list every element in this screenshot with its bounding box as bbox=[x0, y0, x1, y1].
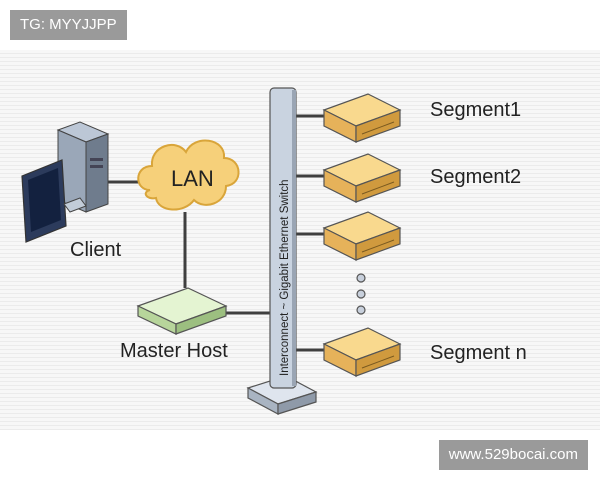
master-host-label: Master Host bbox=[120, 340, 228, 362]
watermark-bottom: www.529bocai.com bbox=[438, 440, 588, 470]
segment-label: Segment n bbox=[430, 342, 527, 364]
segment-server-icon bbox=[322, 93, 402, 143]
master-host-icon bbox=[136, 287, 228, 335]
switch-icon bbox=[246, 87, 318, 415]
ellipsis-dots-icon bbox=[356, 273, 366, 315]
lan-label: LAN bbox=[171, 166, 214, 191]
segment-server-icon bbox=[322, 211, 402, 261]
segment-label: Segment1 bbox=[430, 99, 521, 121]
diagram-background bbox=[0, 50, 600, 430]
switch-label: Interconnect ~ Gigabit Ethernet Switch bbox=[279, 179, 291, 376]
segment-label: Segment2 bbox=[430, 166, 521, 188]
computer-icon bbox=[21, 121, 110, 243]
client-label: Client bbox=[70, 239, 122, 261]
segment-server-icon bbox=[322, 327, 402, 377]
watermark-top: TG: MYYJJPP bbox=[10, 10, 127, 40]
segment-server-icon bbox=[322, 153, 402, 203]
lan-cloud-icon bbox=[137, 139, 240, 211]
